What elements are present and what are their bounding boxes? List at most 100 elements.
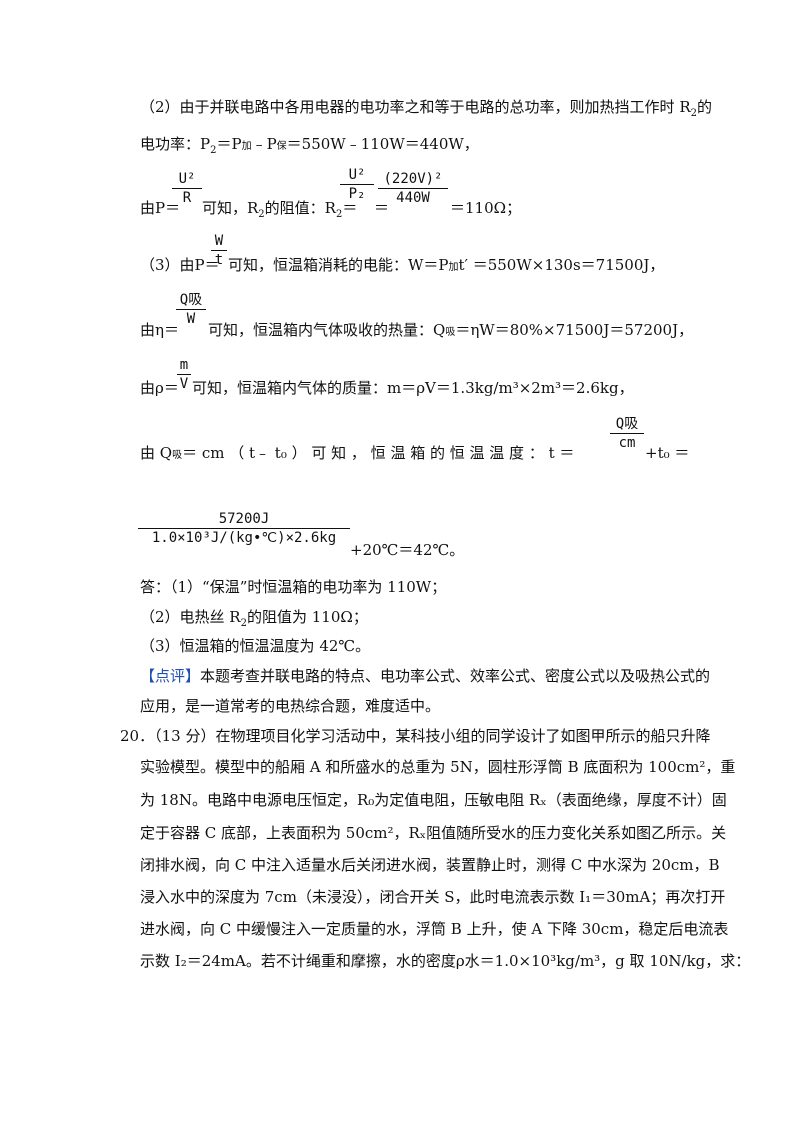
part3-line3: 由ρ＝ xyxy=(140,378,179,398)
fraction-q-over-cm: Q吸 cm xyxy=(610,415,644,452)
comment-tag: 【点评】 xyxy=(140,667,201,685)
fraction-q-over-w: Q吸 W xyxy=(176,291,206,328)
text: ＝ xyxy=(374,199,390,217)
fraction-bar xyxy=(610,433,644,434)
fraction-bar xyxy=(378,188,448,189)
fraction-bar xyxy=(340,184,374,185)
text: ＝ηW＝80%×71500J＝57200J， xyxy=(455,321,694,339)
part2-line1: （2）由于并联电路中各用电器的电功率之和等于电路的总功率，则加热挡工作时 R2的 xyxy=(140,97,712,119)
part2-result: ＝110Ω； xyxy=(450,198,521,218)
text: 应用，是一道常考的电热综合题，难度适中。 xyxy=(140,697,441,715)
subscript: 2 xyxy=(690,108,697,119)
q20-line4: 定于容器 C 底部，上表面积为 50cm²，Rₓ阻值随所受水的压力变化关系如图乙… xyxy=(140,823,726,843)
fraction-m-over-v: m V xyxy=(177,356,191,393)
text: 的阻值：R xyxy=(264,199,336,217)
fraction-220-over-440: (220V)² 440W xyxy=(378,170,448,207)
text: ＝ cm （ t﹣ t₀ ） 可 知 ， 恒 温 箱 的 恒 温 温 度 ： t… xyxy=(182,444,575,462)
denominator: t xyxy=(214,252,224,268)
answer-1: 答：（1）“保温”时恒温箱的电功率为 110W； xyxy=(140,577,446,597)
part3-line4: 由 Q吸＝ cm （ t﹣ t₀ ） 可 知 ， 恒 温 箱 的 恒 温 温 度… xyxy=(140,443,574,466)
numerator: U² xyxy=(178,171,196,187)
numerator: Q吸 xyxy=(615,416,639,432)
part3-line3b: 可知，恒温箱内气体的质量：m＝ρV＝1.3kg/m³×2m³＝2.6kg， xyxy=(192,378,634,398)
text: 的 xyxy=(696,98,712,116)
part3-line2b: 可知，恒温箱内气体吸收的热量：Q吸＝ηW＝80%×71500J＝57200J， xyxy=(208,320,693,343)
text: ＝110Ω； xyxy=(450,199,522,217)
fraction-57200-over-denominator: 57200J 1.0×10³J/(kg•℃)×2.6kg xyxy=(138,510,350,547)
text: ﹣P xyxy=(251,135,277,153)
subscript-label: 加 xyxy=(448,262,459,273)
denominator: 440W xyxy=(396,190,430,206)
text: ＝P xyxy=(216,135,242,153)
fraction-bar xyxy=(138,528,350,529)
fraction-u2-over-r: U² R xyxy=(172,170,202,207)
numerator: W xyxy=(214,233,224,249)
text: 由ρ＝ xyxy=(140,379,179,397)
text: 为 18N。电路中电源电压恒定，R₀为定值电阻，压敏电阻 Rₓ（表面绝缘，厚度不… xyxy=(140,791,727,809)
fraction-bar xyxy=(176,309,206,310)
text: 可知，恒温箱内气体吸收的热量：Q xyxy=(208,321,446,339)
text: 定于容器 C 底部，上表面积为 50cm²，Rₓ阻值随所受水的压力变化关系如图乙… xyxy=(140,824,727,842)
subscript: 2 xyxy=(210,145,217,156)
fraction-w-over-t: W t xyxy=(211,232,227,269)
part2-eq: ＝ xyxy=(374,198,389,218)
q20-line1: 20．（13 分）在物理项目化学习活动中，某科技小组的同学设计了如图甲所示的船只… xyxy=(120,726,710,746)
denominator: cm xyxy=(618,435,636,451)
numerator: Q吸 xyxy=(179,292,203,308)
text: 实验模型。模型中的船厢 A 和所盛水的总重为 5N，圆柱形浮筒 B 底面积为 1… xyxy=(140,758,736,776)
part2-line3b: 可知，R2的阻值：R2＝ xyxy=(202,198,358,220)
text: 可知，R xyxy=(202,199,259,217)
answer-2: （2）电热丝 R2的阻值为 110Ω； xyxy=(140,607,368,629)
text: ＝550W﹣110W＝440W， xyxy=(286,135,479,153)
text: 电功率：P xyxy=(140,135,211,153)
part2-line2: 电功率：P2＝P加﹣P保＝550W﹣110W＝440W， xyxy=(140,134,479,157)
text: 进水阀，向 C 中缓慢注入一定质量的水，浮筒 B 上升，使 A 下降 30cm，… xyxy=(140,920,729,938)
text: 闭排水阀，向 C 中注入适量水后关闭进水阀，装置静止时，测得 C 中水深为 20… xyxy=(140,856,720,874)
numerator: m xyxy=(179,357,189,373)
fraction-bar xyxy=(177,374,191,375)
text: +t₀ ＝ xyxy=(645,444,690,462)
denominator: 1.0×10³J/(kg•℃)×2.6kg xyxy=(151,530,337,546)
text: t′ ＝550W×130s＝71500J， xyxy=(458,256,665,274)
part3-line1b: 可知，恒温箱消耗的电能：W＝P加t′ ＝550W×130s＝71500J， xyxy=(228,255,664,278)
part3-line1: （3）由P＝ xyxy=(140,255,220,275)
subscript: 2 xyxy=(335,209,343,220)
text: 由 Q xyxy=(140,444,173,462)
q20-line7: 进水阀，向 C 中缓慢注入一定质量的水，浮筒 B 上升，使 A 下降 30cm，… xyxy=(140,919,728,939)
comment-line1: 【点评】本题考查并联电路的特点、电功率公式、效率公式、密度公式以及吸热公式的 xyxy=(140,666,710,686)
fraction-bar xyxy=(211,250,227,251)
q20-line5: 闭排水阀，向 C 中注入适量水后关闭进水阀，装置静止时，测得 C 中水深为 20… xyxy=(140,855,720,875)
subscript-label: 保 xyxy=(276,141,287,152)
text: （2）由于并联电路中各用电器的电功率之和等于电路的总功率，则加热挡工作时 R xyxy=(140,98,691,116)
denominator: V xyxy=(179,376,189,392)
q20-line6: 浸入水中的深度为 7cm（未浸没），闭合开关 S，此时电流表示数 I₁＝30mA… xyxy=(140,887,725,907)
numerator: U² xyxy=(348,167,366,183)
text: （2）电热丝 R xyxy=(140,608,241,626)
part3-line4b: +t₀ ＝ xyxy=(645,443,689,463)
part2-line3: 由P＝ xyxy=(140,198,180,218)
fraction-bar xyxy=(172,188,202,189)
subscript: 2 xyxy=(240,618,247,629)
numerator: (220V)² xyxy=(383,171,443,187)
part3-line2: 由η＝ xyxy=(140,320,179,340)
q20-line2: 实验模型。模型中的船厢 A 和所盛水的总重为 5N，圆柱形浮筒 B 底面积为 1… xyxy=(140,757,735,777)
subscript-label: 吸 xyxy=(445,327,456,338)
comment-line2: 应用，是一道常考的电热综合题，难度适中。 xyxy=(140,696,440,716)
text: 由η＝ xyxy=(140,321,179,339)
text: 由P＝ xyxy=(140,199,181,217)
text: ＝ xyxy=(342,199,358,217)
answer-3: （3）恒温箱的恒温温度为 42℃。 xyxy=(140,636,370,656)
text: 示数 I₂＝24mA。若不计绳重和摩擦，水的密度ρ水＝1.0×10³kg/m³，… xyxy=(140,952,751,970)
denominator: W xyxy=(186,311,196,327)
denominator: R xyxy=(182,190,192,206)
denominator: P₂ xyxy=(348,186,366,202)
text: 答：（1）“保温”时恒温箱的电功率为 110W； xyxy=(140,578,447,596)
subscript: 2 xyxy=(258,209,265,220)
text: 可知，恒温箱内气体的质量：m＝ρV＝1.3kg/m³×2m³＝2.6kg， xyxy=(192,379,634,397)
part3-line5: +20℃＝42℃。 xyxy=(350,540,464,560)
text: 本题考查并联电路的特点、电功率公式、效率公式、密度公式以及吸热公式的 xyxy=(200,667,711,685)
text: 的阻值为 110Ω； xyxy=(246,608,368,626)
text: 浸入水中的深度为 7cm（未浸没），闭合开关 S，此时电流表示数 I₁＝30mA… xyxy=(140,888,726,906)
text: （3）恒温箱的恒温温度为 42℃。 xyxy=(140,637,371,655)
